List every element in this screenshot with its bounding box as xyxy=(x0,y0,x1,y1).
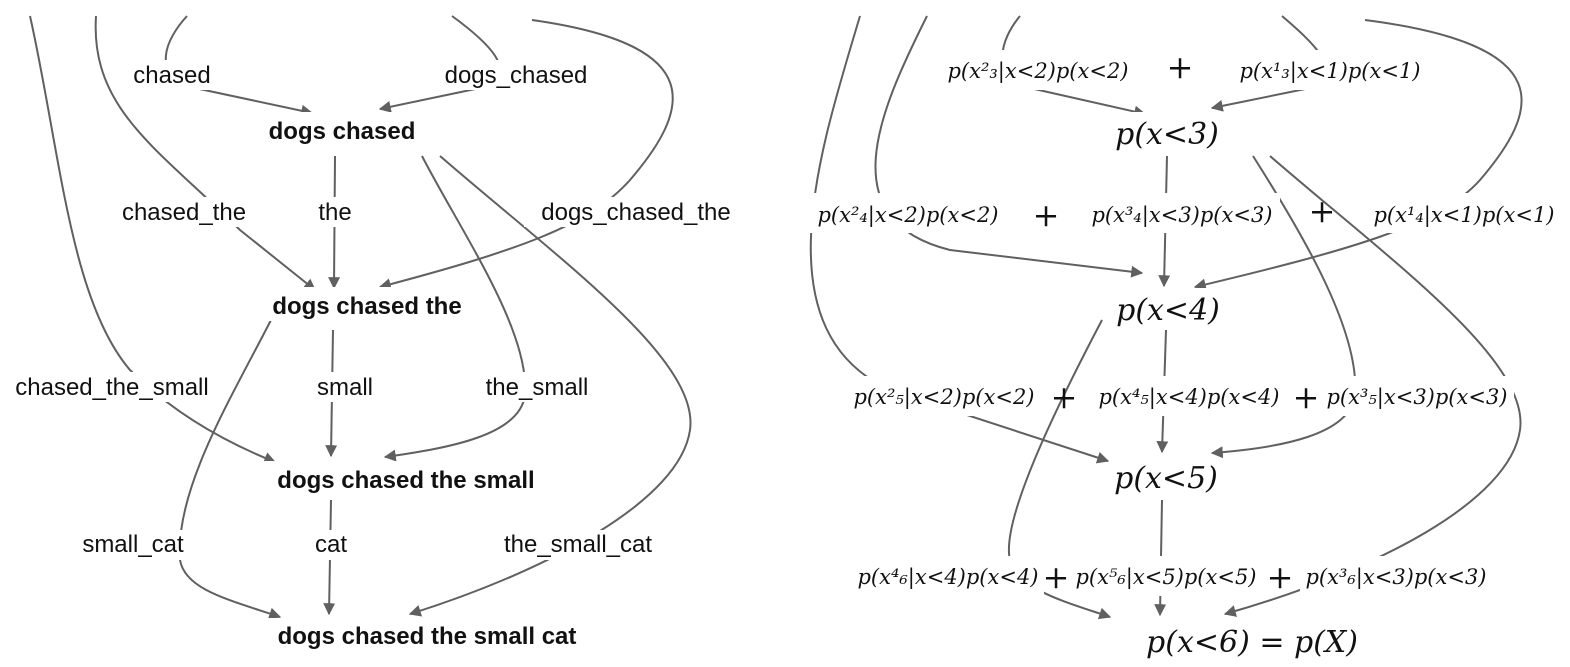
edge-r2-a xyxy=(874,15,1144,278)
term-r2-1: p(x²₄|x<2)p(x<2) xyxy=(817,203,998,228)
node-p-x5: p(x<5) xyxy=(1114,461,1218,496)
label-the-small-cat: the_small_cat xyxy=(504,531,652,558)
edge-r2-c xyxy=(1193,19,1523,291)
term-r3-3: p(x³₅|x<3)p(x<3) xyxy=(1326,385,1507,410)
label-cat: cat xyxy=(315,531,347,558)
node-p-x6-px: p(x<6) = p(X) xyxy=(1146,625,1358,660)
term-r3-1: p(x²₅|x<2)p(x<2) xyxy=(853,385,1034,410)
edge-the-small-cat xyxy=(408,155,692,617)
term-r4-1: p(x⁴₆|x<4)p(x<4) xyxy=(857,565,1038,590)
left-lattice: chased dogs_chased chased_the the dogs_c… xyxy=(0,15,750,652)
edge-chased-the xyxy=(94,15,316,291)
term-r2-2: p(x³₄|x<3)p(x<3) xyxy=(1091,203,1272,228)
edge-chased-the-small xyxy=(29,15,277,464)
term-r2-3: p(x¹₄|x<1)p(x<1) xyxy=(1373,203,1554,228)
node-dogs-chased: dogs chased xyxy=(269,118,416,145)
edge-r4-a xyxy=(1007,319,1112,620)
node-p-x3: p(x<3) xyxy=(1115,117,1219,152)
plus-r1-1: + xyxy=(1167,48,1194,86)
node-dogs-chased-the-small-cat: dogs chased the small cat xyxy=(278,623,577,650)
plus-r2-1: + xyxy=(1033,196,1060,234)
label-chased: chased xyxy=(133,62,210,89)
plus-r4-1: + xyxy=(1043,558,1070,596)
label-the: the xyxy=(318,199,351,226)
label-chased-the-small: chased_the_small xyxy=(15,374,208,401)
term-r3-2: p(x⁴₅|x<4)p(x<4) xyxy=(1098,385,1279,410)
label-small-cat: small_cat xyxy=(82,531,184,558)
label-dogs-chased: dogs_chased xyxy=(445,62,588,89)
plus-r4-2: + xyxy=(1267,558,1294,596)
term-r4-2: p(x⁵₆|x<5)p(x<5) xyxy=(1075,565,1256,590)
label-dogs-chased-the: dogs_chased_the xyxy=(541,199,731,226)
edge-r3-a xyxy=(809,15,1110,464)
right-lattice: p(x²₃|x<2)p(x<2) + p(x¹₃|x<1)p(x<1) p(x²… xyxy=(806,15,1560,664)
plus-r2-2: + xyxy=(1309,192,1336,230)
term-r1-2: p(x¹₃|x<1)p(x<1) xyxy=(1239,59,1420,84)
node-dogs-chased-the: dogs chased the xyxy=(272,293,461,320)
term-r4-3: p(x³₆|x<3)p(x<3) xyxy=(1305,565,1486,590)
label-chased-the: chased_the xyxy=(122,199,246,226)
label-small: small xyxy=(317,374,373,401)
label-the-small: the_small xyxy=(486,374,589,401)
plus-r3-2: + xyxy=(1293,378,1320,416)
node-dogs-chased-the-small: dogs chased the small xyxy=(277,467,534,494)
edge-dogs-chased-the xyxy=(378,19,674,291)
node-p-x4: p(x<4) xyxy=(1116,293,1220,328)
plus-r3-1: + xyxy=(1051,378,1078,416)
term-r1-1: p(x²₃|x<2)p(x<2) xyxy=(947,59,1128,84)
